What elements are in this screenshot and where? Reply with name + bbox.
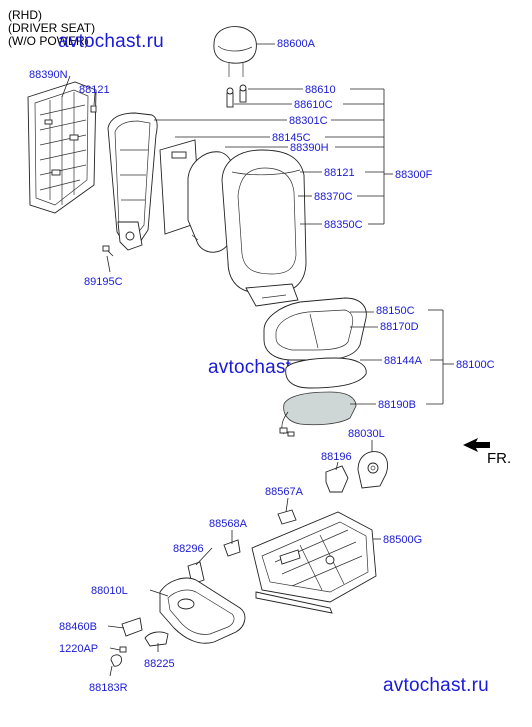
front-label: FR. [487, 450, 511, 467]
seat-back-covering [221, 149, 307, 307]
back-board-mesh [27, 81, 97, 214]
header-rhd: (RHD) [8, 8, 42, 22]
part-label: 88183R [89, 682, 128, 694]
header-driver-seat: (DRIVER SEAT) [8, 21, 96, 35]
header-power: (W/O POWER) [8, 34, 89, 48]
part-label: 88600A [277, 38, 316, 50]
part-label: 88150C [376, 305, 415, 317]
part-label: 88350C [324, 219, 363, 231]
headrest [213, 26, 257, 77]
part-label: 89195C [84, 276, 123, 288]
seat-cushion-covering [263, 297, 367, 361]
clip-small [90, 105, 97, 113]
seat-cushion-pad [285, 357, 367, 389]
part-label: 88610 [305, 84, 336, 96]
seat-back-frame [107, 112, 158, 251]
part-label: 88390N [29, 69, 68, 81]
part-label: 88568A [209, 518, 248, 530]
cap-88183r [110, 654, 122, 667]
part-label: 88370C [314, 191, 353, 203]
recliner-knob [121, 617, 143, 637]
part-label: 1220AP [59, 643, 98, 655]
part-label: 88100C [456, 359, 495, 371]
part-label: 88390H [290, 142, 329, 154]
part-label: 88010L [91, 585, 128, 597]
part-label: 88567A [265, 486, 304, 498]
seat-cushion-pan [279, 391, 357, 437]
part-label: 88610C [294, 99, 333, 111]
front-direction-indicator: FR. [463, 438, 511, 467]
part-label: 88225 [144, 658, 175, 670]
headrest-guides [226, 84, 247, 108]
part-label: 88144A [384, 355, 423, 367]
screw-1220ap [119, 646, 127, 653]
part-label: 88121 [79, 84, 110, 96]
bolt-89195c [102, 245, 114, 257]
bracket-88196 [325, 465, 349, 493]
part-label: 88121 [324, 167, 355, 179]
clip-88568a [223, 539, 241, 557]
watermark-bottom: avtochast.ru [383, 675, 489, 696]
part-label: 88030L [348, 428, 385, 440]
part-label: 88190B [378, 399, 416, 411]
side-shield [159, 577, 246, 644]
part-label: 88460B [59, 621, 97, 633]
part-label: 88170D [380, 321, 419, 333]
part-labels: 88600A 88390N 88121 88610 88610C 88301C … [29, 38, 495, 694]
part-label: 88301C [289, 115, 328, 127]
part-label: 88300F [395, 169, 433, 181]
height-lever [144, 631, 169, 647]
part-label: 88500G [383, 534, 422, 546]
seat-track-assembly [251, 511, 377, 614]
side-cover [357, 451, 389, 489]
clip-88567a [277, 509, 297, 525]
leader-lines [61, 43, 454, 677]
watermark-top: avtochast.ru [58, 31, 164, 52]
part-label: 88296 [173, 543, 204, 555]
part-label: 88196 [321, 451, 352, 463]
part-label: 88145C [272, 132, 311, 144]
